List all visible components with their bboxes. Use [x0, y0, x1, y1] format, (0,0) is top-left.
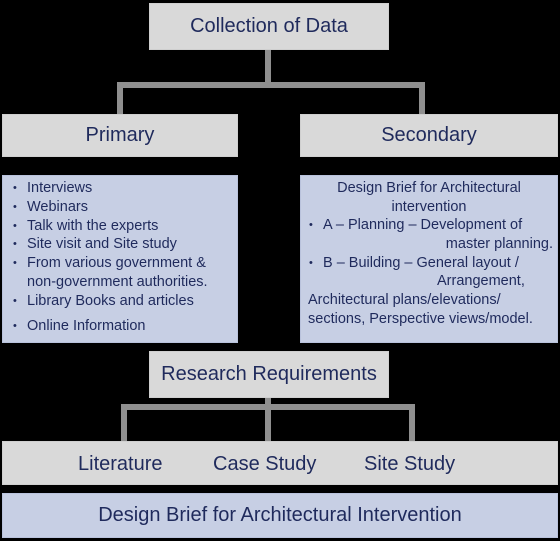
list-item: • A – Planning – Development of master p… [303, 216, 555, 254]
design-brief-title: Design Brief for Architectural Intervent… [98, 504, 462, 526]
primary-item-text: Library Books and articles [27, 292, 194, 309]
list-item: • Library Books and articles [7, 292, 233, 311]
list-item: • Talk with the experts [7, 217, 233, 236]
secondary-box: Secondary [300, 114, 558, 157]
list-item: • Interviews [7, 179, 233, 198]
secondary-content-box: Design Brief for Architectural intervent… [300, 175, 558, 343]
list-item: • B – Building – General layout / Arrang… [303, 254, 555, 292]
list-item: • From various government & non-governme… [7, 254, 233, 292]
secondary-continuation-line1: Architectural plans/elevations/ [308, 292, 501, 309]
collection-of-data-box: Collection of Data [149, 3, 389, 50]
bullet-icon: • [13, 219, 17, 232]
primary-item-text: From various government & [27, 255, 206, 272]
primary-item-text: Interviews [27, 180, 93, 196]
secondary-title: Secondary [381, 124, 477, 146]
bullet-icon: • [13, 294, 17, 307]
connector-right-drop [419, 82, 425, 115]
secondary-item-a: A – Planning – Development of [323, 217, 523, 233]
bullet-icon: • [13, 257, 17, 270]
primary-list: • Interviews • Webinars • Talk with the … [7, 179, 233, 335]
secondary-list: • A – Planning – Development of master p… [303, 216, 555, 291]
primary-item-text: Talk with the experts [27, 217, 159, 234]
secondary-continuation-line2: sections, Perspective views/model. [308, 310, 533, 327]
connector-bottom-horizontal [121, 404, 415, 410]
secondary-item-b-continued: Arrangement, [437, 273, 525, 290]
secondary-item-a-continued: master planning. [445, 235, 553, 252]
site-study-label: Site Study [364, 453, 456, 475]
methods-box: Literature Case Study Site Study [2, 441, 558, 485]
connector-left-drop [117, 82, 123, 115]
primary-item-text: Webinars [27, 198, 88, 215]
research-requirements-box: Research Requirements [149, 351, 389, 398]
case-study-label: Case Study [213, 453, 317, 475]
primary-list-box: • Interviews • Webinars • Talk with the … [2, 175, 238, 343]
bullet-icon: • [13, 238, 17, 251]
secondary-intro: Design Brief for Architectural intervent… [303, 179, 555, 216]
primary-item-text-continued: non-government authorities. [27, 273, 208, 290]
bullet-icon: • [309, 219, 313, 231]
secondary-continuation: Architectural plans/elevations/ sections… [303, 291, 555, 328]
primary-title: Primary [85, 124, 155, 146]
bullet-icon: • [13, 319, 17, 332]
primary-item-text: Online Information [27, 317, 146, 334]
bullet-icon: • [13, 200, 17, 213]
secondary-intro-line1: Design Brief for Architectural [337, 180, 521, 196]
connector-literature-drop [121, 404, 127, 442]
primary-box: Primary [2, 114, 238, 157]
list-item: • Webinars [7, 198, 233, 217]
list-item: • Site visit and Site study [7, 235, 233, 254]
primary-item-text: Site visit and Site study [27, 236, 177, 253]
bullet-icon: • [13, 182, 17, 194]
secondary-item-b: B – Building – General layout / [323, 254, 519, 271]
research-requirements-title: Research Requirements [161, 363, 377, 385]
design-brief-banner: Design Brief for Architectural Intervent… [2, 493, 558, 538]
list-item: • Online Information [7, 317, 233, 336]
bullet-icon: • [309, 256, 313, 269]
secondary-intro-line2: intervention [391, 198, 467, 215]
literature-label: Literature [78, 453, 163, 475]
connector-top-vertical [265, 50, 271, 87]
connector-sitestudy-drop [409, 404, 415, 442]
collection-of-data-title: Collection of Data [190, 15, 348, 37]
connector-top-horizontal [117, 82, 425, 88]
connector-research-vertical [265, 398, 271, 442]
